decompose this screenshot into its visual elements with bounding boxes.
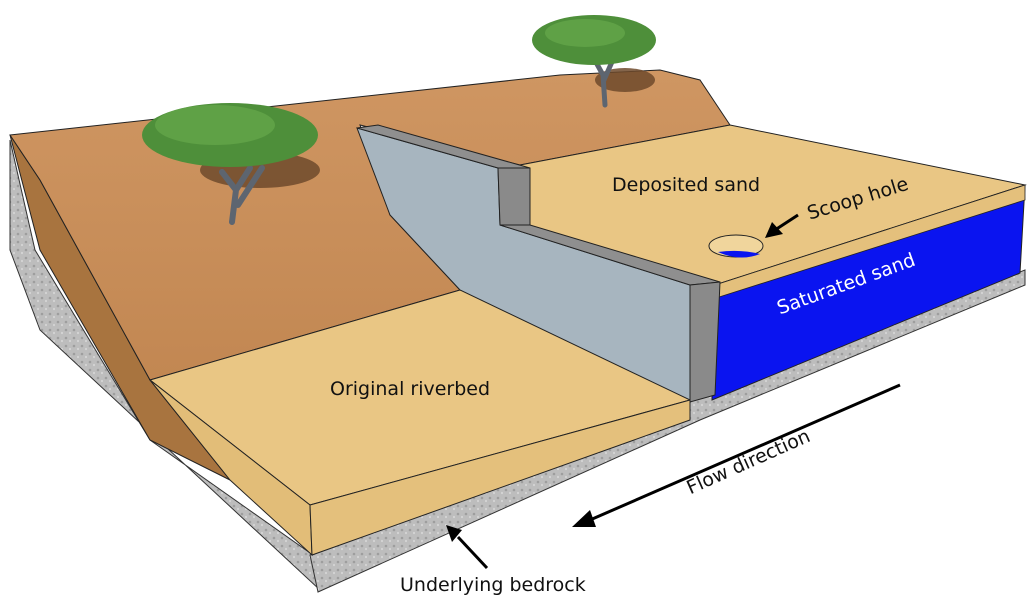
scoop-hole-water <box>718 250 760 258</box>
tree-right <box>532 15 656 108</box>
dam-end <box>689 281 721 403</box>
tree-left <box>142 103 320 225</box>
original-riverbed-front <box>309 399 691 556</box>
label-original-riverbed: Original riverbed <box>330 378 491 400</box>
label-deposited-sand: Deposited sand <box>612 174 761 196</box>
bedrock-arrow <box>446 525 489 570</box>
label-underlying-bedrock: Underlying bedrock <box>400 574 586 596</box>
scoop-hole-arrow <box>765 213 799 238</box>
flow-direction-arrow <box>572 383 901 527</box>
dam-step-side <box>497 167 531 226</box>
